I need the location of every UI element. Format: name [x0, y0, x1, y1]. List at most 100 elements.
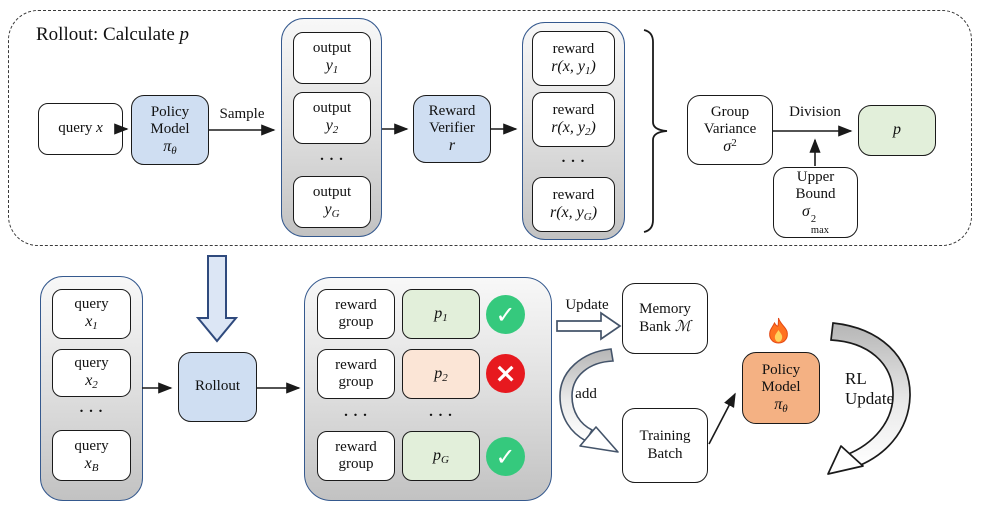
- output-sym: y: [325, 117, 333, 135]
- p-sym: p: [893, 121, 901, 139]
- p-sym: p: [434, 364, 443, 382]
- query-x1-box: query x1: [52, 289, 131, 339]
- add-arrowhead: [579, 426, 619, 453]
- sigma-max-sym: σ: [802, 203, 810, 221]
- division-arrow-label: Division: [789, 104, 841, 120]
- upper-bound-line2: Bound: [795, 186, 836, 203]
- sigma-max-sub: max: [810, 224, 829, 236]
- rl-update-line2: Update: [845, 389, 895, 409]
- policy-model-line1: Policy: [150, 103, 190, 120]
- reward-group-box-2: reward group: [317, 349, 395, 399]
- add-arrow-label: add: [575, 386, 597, 402]
- cross-glyph: ×: [494, 358, 517, 389]
- rollout-box: Rollout: [178, 352, 257, 422]
- query-x-label: query: [58, 120, 93, 137]
- p-sym: p: [434, 304, 443, 322]
- p-sub: 2: [442, 371, 448, 384]
- p1-box: p1: [402, 289, 480, 339]
- query-x2-box: query x2: [52, 349, 131, 397]
- sigma-max-sup: 2: [810, 214, 817, 226]
- query-x-sym: x: [96, 120, 103, 137]
- reward-sub: G: [583, 210, 592, 223]
- section-title: Rollout: Calculate p: [36, 24, 189, 46]
- output-sym: y: [324, 201, 332, 219]
- policy-model-line2: Model: [150, 120, 190, 137]
- p-sym: p: [433, 446, 442, 464]
- query-xB-box: query xB: [52, 430, 131, 481]
- p2-box: p2: [402, 349, 480, 399]
- reward-post: ): [591, 203, 598, 221]
- policy-model-line2: Model: [761, 378, 801, 395]
- reward-pre: r(x, y: [551, 57, 585, 75]
- query-label: query: [74, 355, 109, 372]
- rl-update-line1: RL: [845, 369, 867, 388]
- reward-group-line1: reward: [335, 356, 377, 373]
- output-label: output: [312, 184, 352, 201]
- pi-sym: π: [163, 138, 172, 156]
- reward-post: ): [590, 118, 596, 136]
- section-title-math: p: [179, 24, 190, 45]
- rl-update-label: RL Update: [845, 369, 894, 410]
- group-variance-line1: Group: [710, 103, 750, 120]
- rollout-section-frame: [8, 10, 972, 246]
- reward-group-line1: reward: [335, 296, 377, 313]
- reward-group-line1: reward: [335, 438, 377, 455]
- reward-group-line2: group: [338, 456, 374, 472]
- section-title-text: Rollout: Calculate: [36, 24, 175, 45]
- reward-group-box-1: reward group: [317, 289, 395, 339]
- check-glyph: ✓: [495, 300, 516, 329]
- reward-sub: 1: [584, 64, 591, 77]
- sample-arrow-label: Sample: [219, 106, 265, 122]
- output-sym: y: [325, 57, 333, 75]
- upper-bound-line1: Upper: [796, 168, 835, 185]
- output-yG-box: output yG: [293, 176, 371, 228]
- pi-sym: π: [774, 396, 783, 414]
- outputs-ellipsis: . . .: [320, 148, 344, 164]
- fire-icon: [769, 317, 788, 344]
- query-label: query: [74, 437, 109, 454]
- reward-label: reward: [552, 101, 595, 118]
- reward-group-line2: group: [338, 374, 374, 390]
- policy-model-box-top: Policy Model πθ: [131, 95, 209, 165]
- memory-bank-box: Memory Bank ℳ: [622, 283, 708, 354]
- p-result-box: p: [858, 105, 936, 156]
- reward-verifier-box: Reward Verifier r: [413, 95, 491, 163]
- query-sym: x: [85, 313, 93, 331]
- pG-box: pG: [402, 431, 480, 481]
- reward-sub: 2: [584, 125, 591, 138]
- query-x-box: query x: [38, 103, 123, 155]
- reward-group-line2: group: [338, 314, 374, 330]
- check-icon: ✓: [486, 295, 525, 334]
- reward-label: reward: [552, 40, 595, 57]
- output-y1-box: output y1: [293, 32, 371, 84]
- policy-model-line1: Policy: [761, 361, 801, 378]
- reward-pre: r(x, y: [551, 118, 585, 136]
- reward-groups-ellipsis-left: . . .: [344, 404, 368, 420]
- reward-r2-box: reward r(x, y2): [532, 92, 615, 147]
- reward-verifier-line2: Verifier: [429, 119, 475, 136]
- reward-rG-box: reward r(x, yG): [532, 177, 615, 232]
- reward-verifier-line1: Reward: [428, 102, 476, 119]
- down-arrow: [195, 255, 239, 343]
- check-glyph: ✓: [495, 442, 516, 471]
- policy-model-math: πθ: [163, 138, 176, 156]
- memory-bank-sym: ℳ: [674, 318, 691, 335]
- arrow-batch-to-policy: [708, 392, 736, 445]
- reward-group-box-3: reward group: [317, 431, 395, 481]
- rl-update-arrowhead: [827, 445, 864, 475]
- output-sub: G: [331, 208, 340, 221]
- query-label: query: [74, 296, 109, 313]
- training-batch-line2: Batch: [647, 445, 683, 462]
- pi-sub: θ: [782, 402, 788, 415]
- cross-icon: ×: [486, 354, 525, 393]
- p-sub: 1: [442, 311, 448, 324]
- group-variance-box: Group Variance σ2: [687, 95, 773, 165]
- reward-groups-ellipsis-right: . . .: [429, 404, 453, 420]
- reward-label: reward: [552, 186, 595, 203]
- check-icon: ✓: [486, 437, 525, 476]
- memory-bank-line1: Memory: [639, 301, 691, 318]
- queries-ellipsis: . . .: [79, 400, 104, 416]
- reward-post: ): [590, 57, 596, 75]
- query-sym: x: [85, 372, 93, 390]
